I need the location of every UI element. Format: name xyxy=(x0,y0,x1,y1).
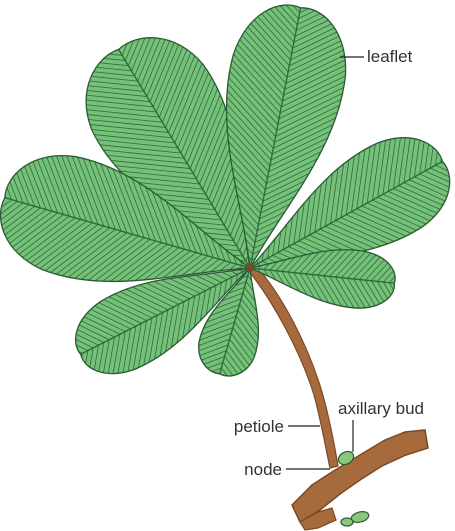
lower-bud-small xyxy=(341,518,353,526)
leaflet-attachment-point xyxy=(246,264,254,272)
leaflet-label: leaflet xyxy=(367,47,413,66)
node-label: node xyxy=(244,460,282,479)
axillary-bud-label: axillary bud xyxy=(338,399,424,418)
branch xyxy=(292,430,428,522)
petiole-label: petiole xyxy=(234,417,284,436)
